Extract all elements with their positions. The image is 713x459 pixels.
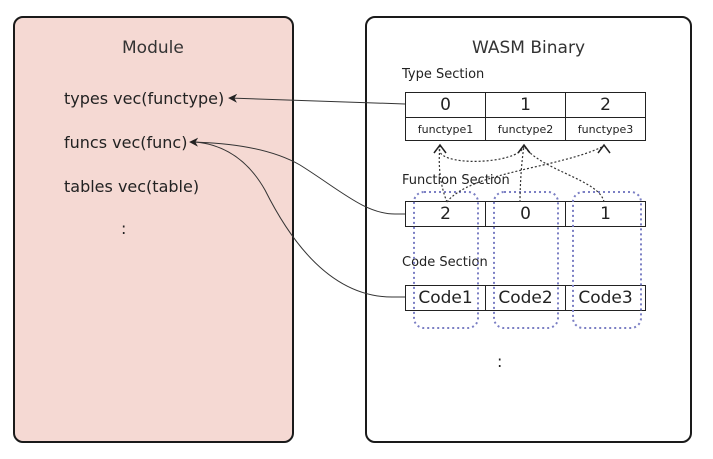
module-ellipsis: : <box>121 219 127 238</box>
type-index-cell: 1 <box>485 92 566 118</box>
wasm-title: WASM Binary <box>472 38 585 58</box>
module-tables-line: tables vec(table) <box>64 177 200 196</box>
module-types-line: types vec(functype) <box>64 89 225 108</box>
function-type-index-cell: 1 <box>565 201 646 227</box>
type-section-label: Type Section <box>402 67 485 82</box>
function-section-label: Function Section <box>402 173 510 188</box>
code-cell: Code1 <box>405 285 486 311</box>
type-index-cell: 2 <box>565 92 646 118</box>
code-cell: Code3 <box>565 285 646 311</box>
functype-cell: functype2 <box>485 117 566 141</box>
type-index-cell: 0 <box>405 92 486 118</box>
code-cell: Code2 <box>485 285 566 311</box>
functype-cell: functype1 <box>405 117 486 141</box>
code-section-label: Code Section <box>402 255 488 270</box>
wasm-ellipsis: : <box>497 352 503 371</box>
module-funcs-line: funcs vec(func) <box>64 133 188 152</box>
functype-cell: functype3 <box>565 117 646 141</box>
module-title: Module <box>122 38 184 58</box>
module-panel <box>13 16 294 443</box>
function-type-index-cell: 0 <box>485 201 566 227</box>
function-type-index-cell: 2 <box>405 201 486 227</box>
